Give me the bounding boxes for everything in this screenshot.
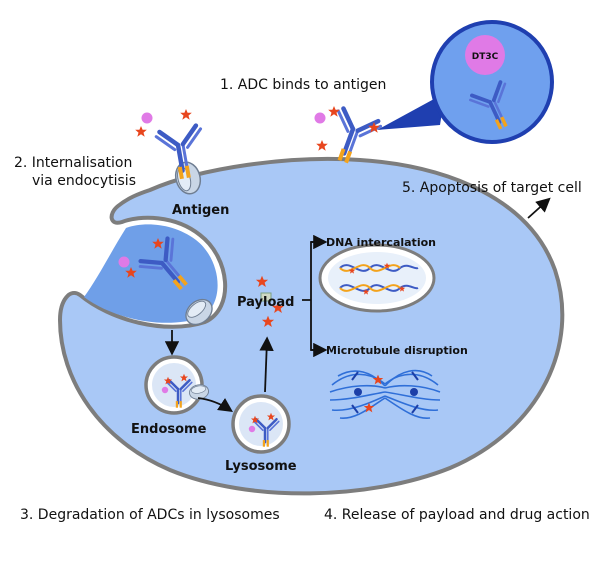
arrow-endosome-to-lysosome bbox=[197, 397, 233, 412]
lysosome-label: Lysosome bbox=[225, 459, 297, 474]
dt3c-molecule bbox=[465, 35, 505, 75]
step3-label: 3. Degradation of ADCs in lysosomes bbox=[20, 507, 280, 523]
endosome-label: Endosome bbox=[131, 422, 207, 437]
dna-intercalation-label: DNA intercalation bbox=[326, 236, 436, 249]
step2-label-line1: 2. Internalisation bbox=[14, 155, 132, 171]
antigen-label: Antigen bbox=[172, 203, 229, 218]
step2-label-line2: via endocytisis bbox=[32, 173, 136, 189]
microtubule-spindle bbox=[329, 369, 441, 419]
arrow-lysosome-to-payload bbox=[259, 336, 274, 393]
dna-nucleus bbox=[318, 243, 436, 313]
step1-label: 1. ADC binds to antigen bbox=[220, 77, 386, 93]
internalised-adc bbox=[118, 236, 201, 300]
dt3c-inset bbox=[430, 20, 554, 144]
free-adc bbox=[314, 106, 382, 170]
dt3c-label: DT3C bbox=[472, 52, 499, 62]
inset-pointer bbox=[377, 93, 445, 130]
microtubule-disruption-label: Microtubule disruption bbox=[326, 344, 468, 357]
payload-label: Payload bbox=[237, 295, 295, 310]
arrow-apoptosis bbox=[527, 197, 551, 219]
endocytic-pocket bbox=[84, 224, 218, 323]
surface-adc bbox=[135, 109, 208, 182]
step4-label: 4. Release of payload and drug action bbox=[324, 507, 590, 523]
released-payload bbox=[255, 275, 285, 328]
step5-label: 5. Apoptosis of target cell bbox=[402, 180, 582, 196]
